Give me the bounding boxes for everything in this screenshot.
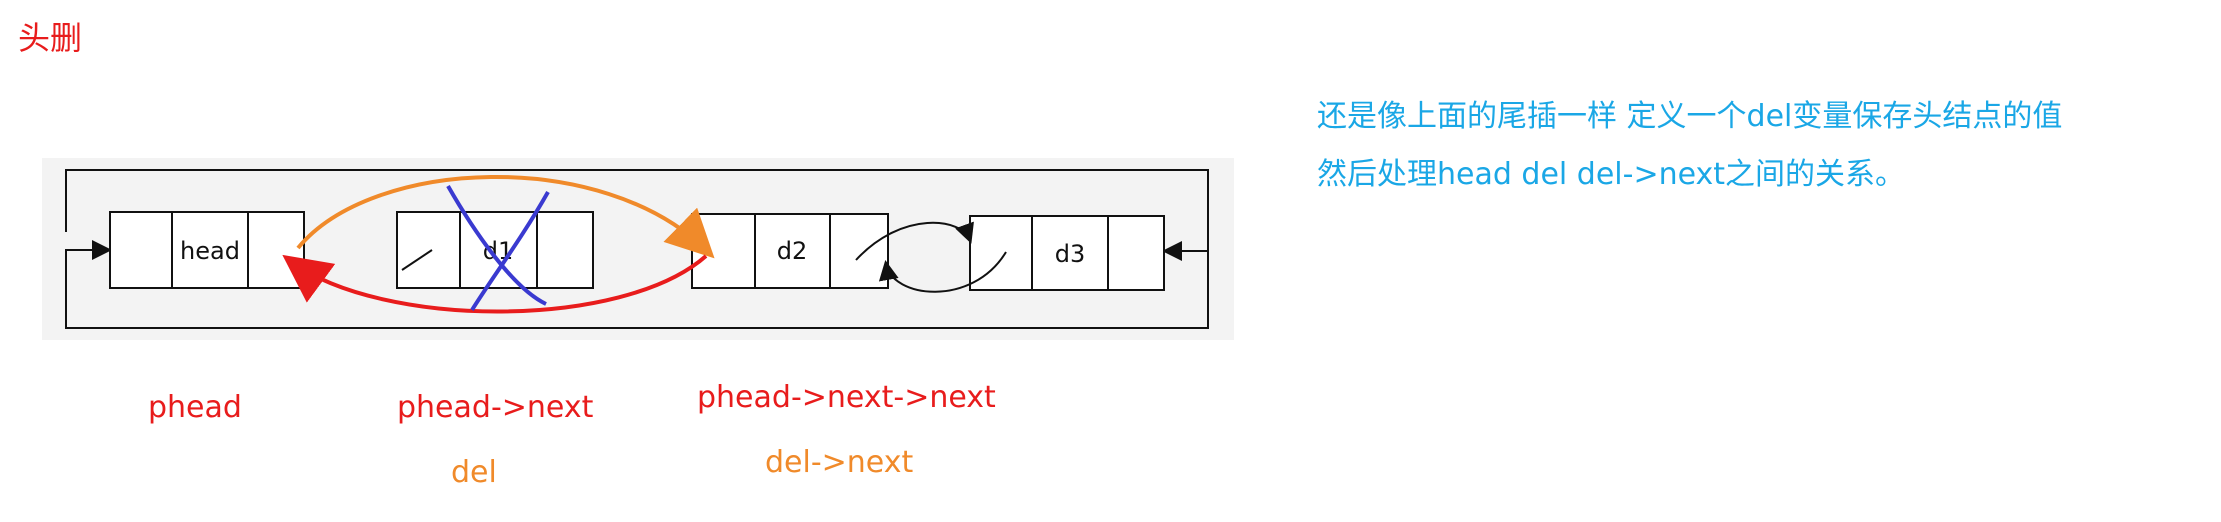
label-del: del <box>451 455 497 490</box>
page-title: 头删 <box>18 19 83 57</box>
note-line-2: 然后处理head del del->next之间的关系。 <box>1317 157 1906 192</box>
cross-mark-d1 <box>446 185 550 312</box>
red-arc-d2-to-head <box>282 254 708 314</box>
link-d2-to-d3 <box>855 221 974 261</box>
node-d2: d2 <box>691 213 889 289</box>
linked-list-figure: head d1 d2 d3 <box>42 158 1234 340</box>
explanation-note: 还是像上面的尾插一样 定义一个del变量保存头结点的值 然后处理head del… <box>1317 88 2197 204</box>
outer-loop-bottom <box>65 240 1209 329</box>
orange-arc-head-to-d2 <box>296 175 715 259</box>
note-line-1: 还是像上面的尾插一样 定义一个del变量保存头结点的值 <box>1317 99 2063 134</box>
node-d2-label: d2 <box>777 237 808 265</box>
node-d3-label: d3 <box>1055 240 1086 268</box>
label-phead-next-next: phead->next->next <box>697 380 996 415</box>
label-del-next: del->next <box>765 445 914 480</box>
label-phead: phead <box>148 390 242 425</box>
link-d3-to-d2 <box>878 251 1007 293</box>
node-head-label: head <box>180 237 240 265</box>
node-head: head <box>109 211 305 289</box>
node-d3: d3 <box>969 215 1165 291</box>
outer-loop-top <box>65 169 1209 261</box>
linked-list-diagram: head d1 d2 d3 <box>65 169 1209 329</box>
label-phead-next: phead->next <box>397 390 594 425</box>
